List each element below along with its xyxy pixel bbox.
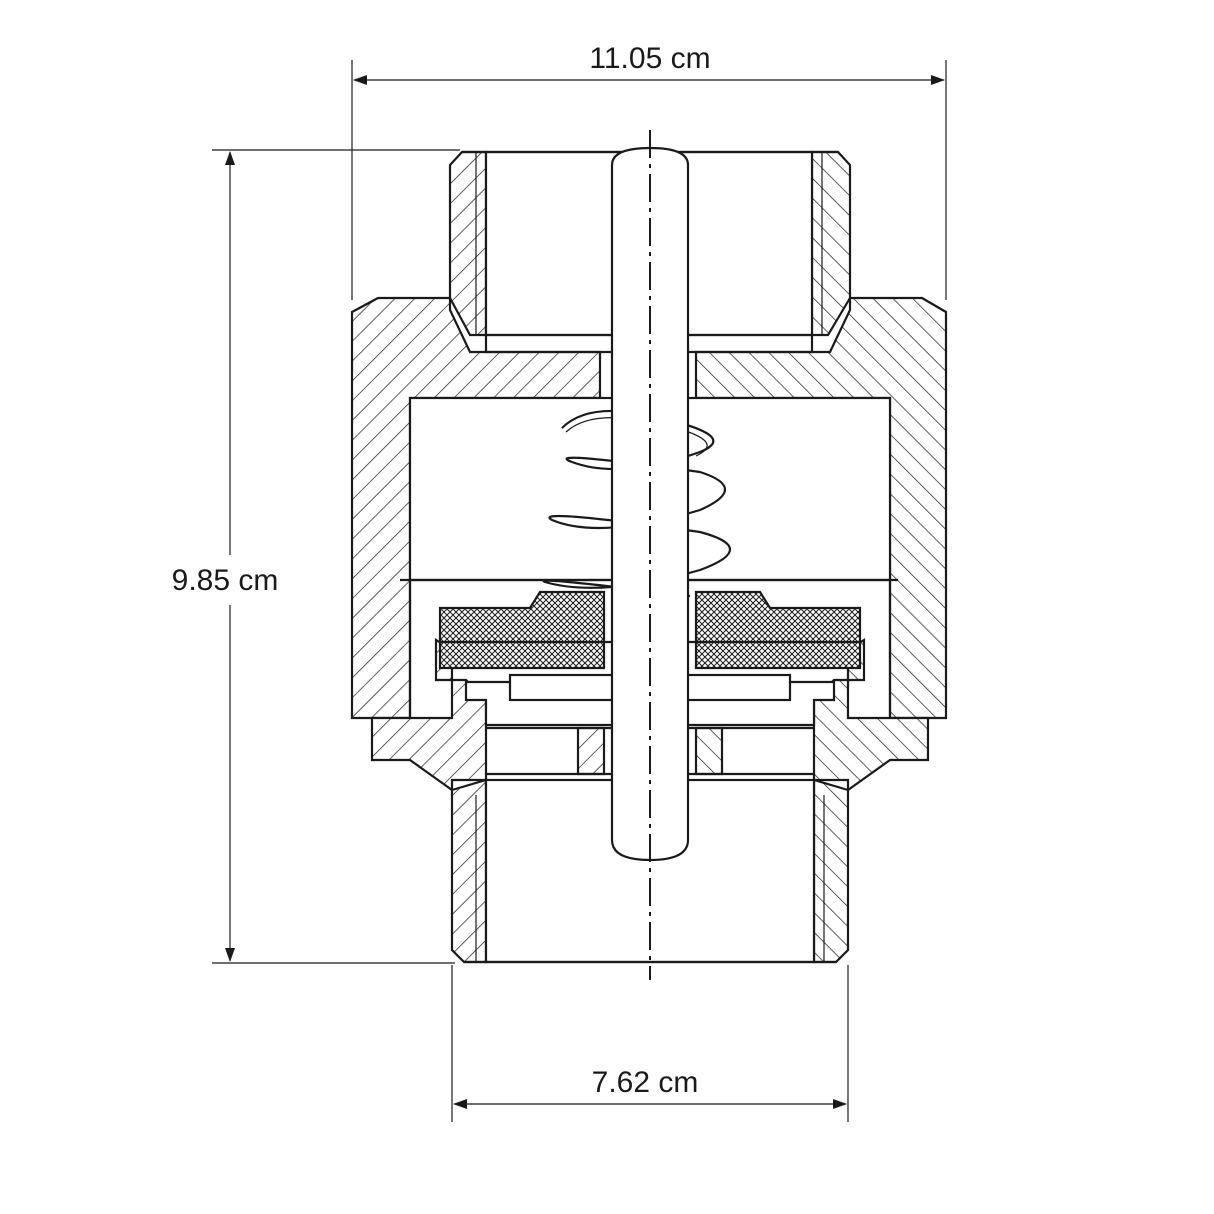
dimension-bottom-width: 7.62 cm	[451, 965, 849, 1122]
dimension-width: 11.05 cm	[351, 42, 947, 300]
dimension-height: 9.85 cm	[150, 149, 460, 964]
bottom-width-label: 7.62 cm	[592, 1066, 699, 1099]
height-label: 9.85 cm	[172, 564, 279, 597]
width-label: 11.05 cm	[589, 42, 710, 75]
